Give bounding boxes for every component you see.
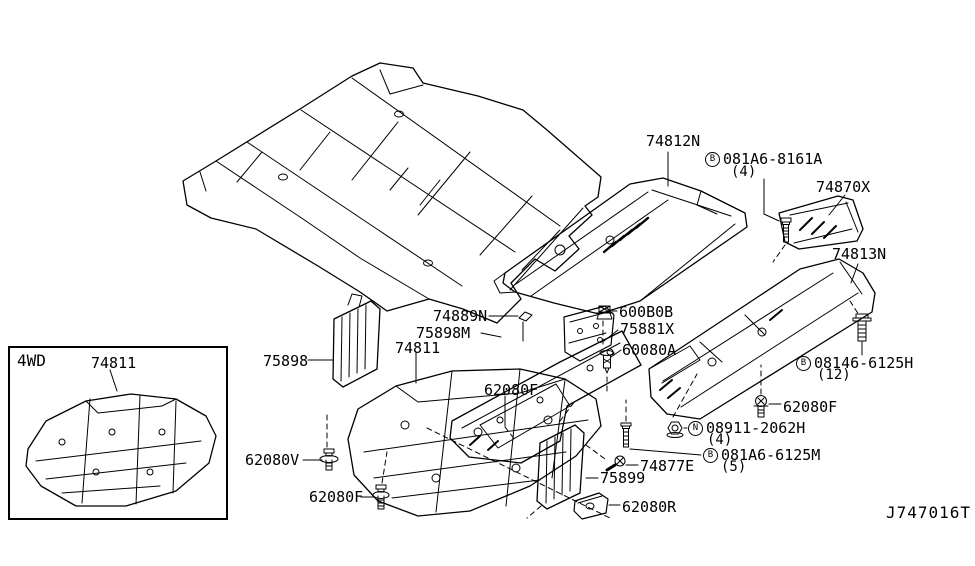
label-62080f-mid[interactable]: 62080F bbox=[484, 381, 539, 399]
hardware-number: 081A6-8161A bbox=[723, 150, 823, 168]
label-74870x[interactable]: 74870X bbox=[816, 178, 871, 196]
part-74812n-drawing bbox=[493, 177, 748, 315]
bolt-081a6-6125m-icon bbox=[620, 422, 632, 448]
hardware-number: 08146-6125H bbox=[814, 354, 914, 372]
hardware-callout-08146-6125h[interactable]: B 08146-6125H bbox=[796, 355, 913, 372]
hardware-qty-081a6-8161a: (4) bbox=[731, 164, 757, 180]
part-74813n-drawing bbox=[648, 258, 876, 420]
label-74813n[interactable]: 74813N bbox=[832, 245, 887, 263]
label-74877e[interactable]: 74877E bbox=[640, 457, 695, 475]
diagram-code: J747016T bbox=[886, 503, 972, 522]
clip-74889n-icon bbox=[518, 311, 533, 322]
part-62080r-drawing bbox=[573, 492, 609, 520]
hardware-qty-08911-2062h: (4) bbox=[707, 432, 733, 448]
label-600b0b[interactable]: 600B0B bbox=[619, 303, 674, 321]
label-60080a[interactable]: 60080A bbox=[622, 341, 677, 359]
part-75898-drawing bbox=[332, 293, 381, 388]
hardware-callout-081a6-8161a[interactable]: B 081A6-8161A bbox=[705, 151, 822, 168]
bolt-62080f-right-icon bbox=[753, 395, 769, 418]
label-75898[interactable]: 75898 bbox=[263, 352, 309, 370]
part-74870x-drawing bbox=[778, 195, 864, 250]
label-62080r[interactable]: 62080R bbox=[622, 498, 677, 516]
circled-b-icon: B bbox=[703, 447, 718, 463]
hardware-callout-08911-2062h[interactable]: N 08911-2062H bbox=[688, 420, 805, 437]
label-75881x[interactable]: 75881X bbox=[620, 320, 675, 338]
label-62080f-right[interactable]: 62080F bbox=[783, 398, 838, 416]
inset-4wd-box: 4WD bbox=[8, 346, 228, 520]
bolt-081a6-8161a-icon bbox=[780, 217, 792, 243]
label-74811-4wd[interactable]: 74811 bbox=[91, 354, 137, 372]
clip-600b0b-icon bbox=[595, 305, 614, 320]
dashed-lines bbox=[326, 244, 860, 520]
nut-08911-2062h-icon bbox=[666, 421, 684, 438]
bolt-08146-6125h-icon bbox=[852, 313, 872, 342]
bolt-62080v-icon bbox=[319, 448, 339, 471]
clip-60080a-icon bbox=[599, 350, 615, 374]
label-74889n[interactable]: 74889N bbox=[433, 307, 488, 325]
part-74811-4wd-drawing bbox=[25, 393, 217, 507]
label-74811-main[interactable]: 74811 bbox=[395, 339, 441, 357]
hardware-number: 081A6-6125M bbox=[721, 446, 821, 464]
hardware-callout-081a6-6125m[interactable]: B 081A6-6125M bbox=[703, 447, 820, 464]
label-75898m[interactable]: 75898M bbox=[416, 324, 471, 342]
hardware-number: 08911-2062H bbox=[706, 419, 806, 437]
bolt-62080f-bottom-icon bbox=[372, 484, 390, 510]
circled-b-icon: B bbox=[796, 355, 811, 371]
leader-lines bbox=[109, 151, 863, 506]
label-75899[interactable]: 75899 bbox=[600, 469, 646, 487]
part-75881x-drawing bbox=[563, 305, 615, 362]
circled-b-icon: B bbox=[705, 151, 720, 167]
label-62080v[interactable]: 62080V bbox=[245, 451, 300, 469]
floor-pan-drawing bbox=[182, 62, 602, 324]
part-75899-drawing bbox=[536, 424, 585, 510]
screw-74877e-icon bbox=[605, 455, 626, 472]
hardware-qty-08146-6125h: (12) bbox=[817, 367, 851, 383]
label-74812n[interactable]: 74812N bbox=[646, 132, 701, 150]
hardware-qty-081a6-6125m: (5) bbox=[721, 459, 747, 475]
inset-4wd-label: 4WD bbox=[17, 351, 46, 370]
label-62080f-bottom[interactable]: 62080F bbox=[309, 488, 364, 506]
circled-n-icon: N bbox=[688, 420, 703, 436]
